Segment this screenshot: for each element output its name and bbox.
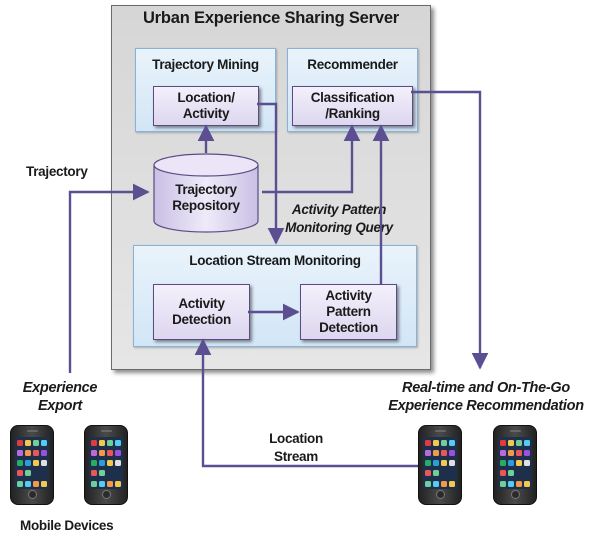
trajectory-mining-title: Trajectory Mining — [152, 57, 259, 72]
location-activity-label: Location/ Activity — [177, 90, 235, 121]
server-title: Urban Experience Sharing Server — [142, 9, 400, 27]
classification-ranking-box: Classification /Ranking — [292, 86, 413, 126]
query-arrow — [257, 102, 285, 245]
phone-icon — [10, 425, 54, 505]
mobile-devices-label: Mobile Devices — [20, 518, 114, 533]
recommendation-label: Real-time and On-The-Go Experience Recom… — [388, 380, 584, 414]
recommendation-arrow — [411, 90, 489, 370]
classification-ranking-label: Classification /Ranking — [310, 90, 395, 121]
experience-export-label: Experience Export — [22, 380, 98, 414]
phone-icon — [418, 425, 462, 505]
location-stream-label: Location Stream — [269, 431, 323, 464]
database-icon — [153, 153, 259, 233]
stream-monitoring-title: Location Stream Monitoring — [189, 253, 361, 268]
trajectory-repository-label-wrap: Trajectory Repository — [158, 178, 254, 218]
activity-detection-box: Activity Detection — [153, 284, 250, 340]
activity-detection-label: Activity Detection — [172, 296, 231, 327]
location-activity-box: Location/ Activity — [153, 86, 259, 126]
repository-to-classification-arrow — [262, 124, 361, 194]
trajectory-label: Trajectory — [26, 164, 88, 179]
phone-icon — [493, 425, 537, 505]
location-stream-arrow — [194, 338, 418, 468]
trajectory-arrow — [68, 183, 150, 373]
recommender-title: Recommender — [307, 57, 398, 72]
activity-pattern-detection-box: Activity Pattern Detection — [300, 284, 397, 340]
activity-pattern-monitoring-query-label: Activity Pattern Monitoring Query — [285, 202, 393, 235]
phone-icon — [84, 425, 128, 505]
activity-pattern-detection-label: Activity Pattern Detection — [319, 288, 378, 335]
trajectory-repository-label: Trajectory Repository — [172, 182, 240, 213]
